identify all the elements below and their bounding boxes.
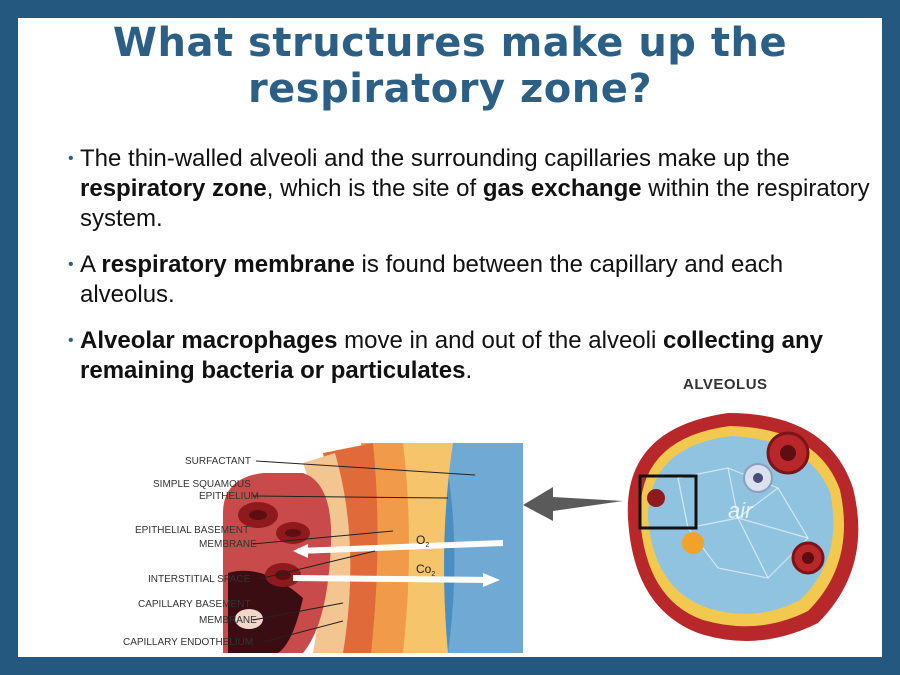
red-blood-cell-center xyxy=(249,510,267,520)
bullet-text: is found between the capillary and each … xyxy=(80,251,784,308)
diagram-labels: SURFACTANT SIMPLE SQUAMOUS EPITHELIUM EP… xyxy=(123,456,476,648)
o2-arrow xyxy=(297,540,504,554)
zoom-box xyxy=(638,474,698,530)
slide: What structures make up the respiratory … xyxy=(18,18,882,657)
bullet-text: move in and out of the alveoli xyxy=(337,327,663,354)
label-simple-squamous: SIMPLE SQUAMOUS xyxy=(153,479,251,490)
label-epithelial-basement: EPITHELIAL BASEMENT xyxy=(135,525,249,536)
bullet-bold-text: respiratory membrane xyxy=(101,251,355,278)
bullet-item: • The thin-walled alveoli and the surroun… xyxy=(68,144,878,234)
bullet-dot-icon: • xyxy=(68,256,74,273)
respiratory-membrane-diagram: O2 Co2 SURFACTANT SIMPLE SQUAMOUS EPITHE… xyxy=(123,443,523,653)
bullet-bold-text: respiratory zone xyxy=(80,175,267,202)
co2-arrow xyxy=(292,575,494,583)
bullet-dot-icon: • xyxy=(68,332,74,349)
capillary-lumen xyxy=(802,552,814,564)
co2-label: Co2 xyxy=(416,562,435,578)
bullet-dot-icon: • xyxy=(68,150,74,167)
slide-title: What structures make up the respiratory … xyxy=(18,20,882,112)
co2-arrowhead xyxy=(483,573,500,587)
o2-label: O2 xyxy=(416,533,429,549)
label-epithelial-membrane: MEMBRANE xyxy=(199,539,257,550)
o2-arrowhead xyxy=(293,544,308,558)
alveolus-title: ALVEOLUS xyxy=(683,376,768,393)
white-blood-cell xyxy=(235,609,263,629)
bullet-bold-text: collecting any remaining bacteria or par… xyxy=(80,327,824,384)
alveolus-illustration: ALVEOLUS air xyxy=(608,368,873,653)
bullet-bold-text: gas exchange xyxy=(482,175,642,202)
label-capillary-basement: CAPILLARY BASEMENT xyxy=(138,599,250,610)
bullet-text: The thin-walled alveoli and the surround… xyxy=(80,145,790,172)
zoom-arrow-icon xyxy=(523,487,623,521)
alveolus-air-space xyxy=(648,436,834,614)
air-label: air xyxy=(728,498,754,523)
label-interstitial-space: INTERSTITIAL SPACE xyxy=(148,574,251,585)
alveolus-svg: air xyxy=(627,413,859,641)
leader-line xyxy=(255,460,476,476)
leader-line xyxy=(252,495,449,499)
bullet-text: . xyxy=(465,357,473,384)
label-surfactant: SURFACTANT xyxy=(185,456,251,467)
leader-line xyxy=(262,620,344,643)
bullet-text: within the respiratory system. xyxy=(80,175,870,232)
capillary-lumen xyxy=(780,445,796,461)
type-ii-cell xyxy=(682,532,704,554)
bullet-text: A xyxy=(80,251,102,278)
capillary-lumen xyxy=(228,570,303,653)
bullet-text: , which is the site of xyxy=(266,175,483,202)
bullet-item: • Alveolar macrophages move in and out of… xyxy=(68,326,878,386)
label-capillary-membrane: MEMBRANE xyxy=(199,615,257,626)
bullet-item: • A respiratory membrane is found between… xyxy=(68,250,878,310)
red-blood-cell-center xyxy=(285,529,301,537)
title-line-1: What structures make up the xyxy=(112,20,788,66)
red-blood-cell xyxy=(647,489,665,507)
leader-line xyxy=(252,530,394,545)
bullet-list: • The thin-walled alveoli and the surroun… xyxy=(68,144,878,402)
macrophage-nucleus xyxy=(753,473,763,483)
bullet-bold-text: Alveolar macrophages xyxy=(80,327,338,354)
label-epithelium: EPITHELIUM xyxy=(199,491,259,502)
title-line-2: respiratory zone? xyxy=(247,66,653,112)
air-light-band xyxy=(443,443,523,653)
leader-line xyxy=(252,602,344,621)
label-capillary-endothelium: CAPILLARY ENDOTHELIUM xyxy=(123,637,253,648)
leader-line xyxy=(258,550,376,580)
